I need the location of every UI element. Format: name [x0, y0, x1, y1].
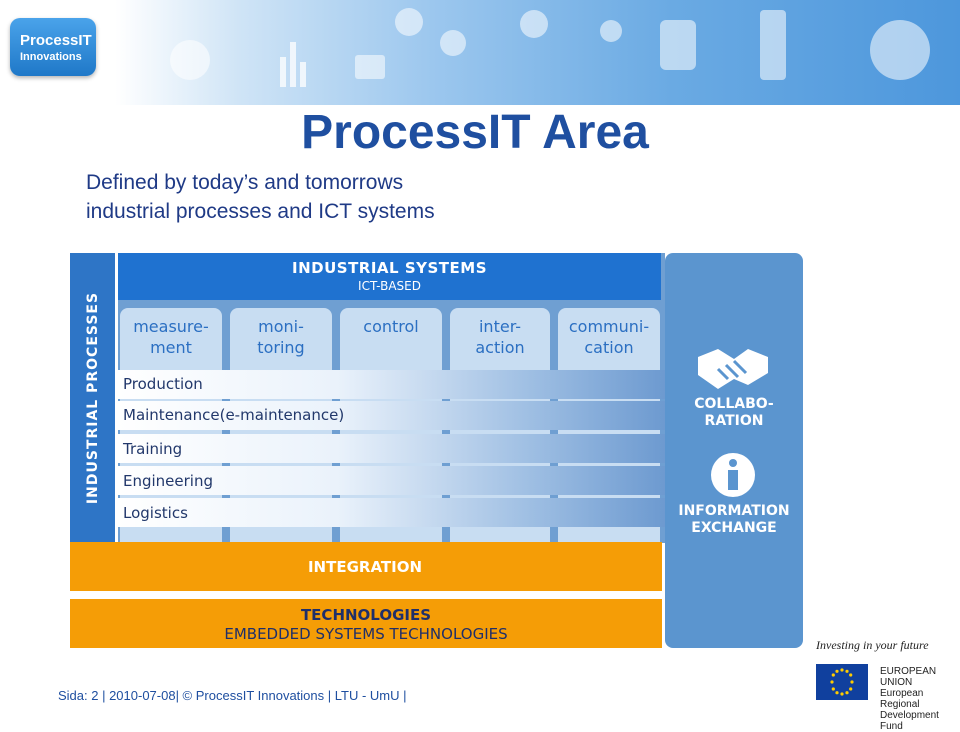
industrial-systems-header: INDUSTRIAL SYSTEMS ICT-BASED — [118, 253, 661, 300]
eu-line4: Development Fund — [880, 710, 939, 732]
collaboration-line1: COLLABO- — [694, 396, 774, 412]
column-label: communi- — [568, 317, 650, 336]
chart-bar-icon — [290, 42, 296, 87]
monitor-icon — [355, 55, 385, 79]
process-arrow — [118, 370, 665, 399]
process-arrow — [118, 466, 665, 495]
technologies-title: TECHNOLOGIES — [300, 606, 432, 624]
industrial-processes-box — [70, 253, 115, 543]
process-arrow — [118, 434, 665, 463]
meter-icon — [660, 20, 696, 70]
page-subtitle: Defined by today’s and tomorrows industr… — [86, 168, 486, 226]
chart-bar-icon — [300, 62, 306, 87]
eu-tagline: Investing in your future — [816, 638, 929, 652]
satellite-icon — [520, 10, 548, 38]
industrial-processes-text: INDUSTRIAL PROCESSES — [84, 291, 101, 505]
processit-logo: ProcessIT Innovations — [10, 18, 96, 76]
molecule-icon — [440, 30, 466, 56]
column-label: ment — [150, 338, 192, 357]
industrial-processes-label: INDUSTRIAL PROCESSES — [70, 253, 115, 543]
info-icon — [711, 453, 755, 497]
handshake-icon — [698, 349, 768, 389]
eu-flag-icon — [816, 664, 868, 700]
eu-stars-icon — [830, 668, 854, 696]
process-engineering: Engineering — [123, 472, 213, 490]
column-label: moni- — [258, 317, 304, 336]
subtitle-line1: Defined by today’s and tomorrows — [86, 171, 404, 194]
eu-line1: EUROPEAN — [880, 666, 937, 677]
process-production: Production — [123, 375, 203, 393]
collaboration-box — [665, 253, 803, 648]
eu-line3: European Regional — [880, 688, 924, 710]
header-banner — [0, 0, 960, 105]
process-logistics: Logistics — [123, 504, 188, 522]
subtitle-line2: industrial processes and ICT systems — [86, 200, 435, 223]
process-arrow — [118, 401, 665, 430]
industrial-systems-subtitle: ICT-BASED — [358, 279, 421, 293]
logo-line2: Innovations — [20, 51, 82, 63]
collaboration-line2: RATION — [704, 413, 764, 429]
column-label: cation — [584, 338, 634, 357]
information-line2: EXCHANGE — [691, 520, 777, 536]
process-arrow — [118, 498, 665, 527]
page-title: ProcessIT Area — [301, 106, 649, 159]
logo-line1: ProcessIT — [20, 32, 92, 49]
eu-line2: UNION — [880, 677, 913, 688]
integration-bar: INTEGRATION — [70, 542, 662, 591]
technologies-bar: TECHNOLOGIES EMBEDDED SYSTEMS TECHNOLOGI… — [70, 599, 662, 648]
technologies-subtitle: EMBEDDED SYSTEMS TECHNOLOGIES — [224, 625, 508, 643]
process-maintenance: Maintenance(e-maintenance) — [123, 406, 345, 424]
integration-label: INTEGRATION — [307, 558, 423, 576]
crane-icon — [760, 10, 786, 80]
globe-icon — [600, 20, 622, 42]
column-label: inter- — [478, 317, 522, 336]
gear-icon — [395, 8, 423, 36]
column-label: action — [475, 338, 525, 357]
column-label: control — [363, 317, 419, 336]
eu-fund-text: EUROPEAN UNION European Regional Develop… — [880, 666, 960, 732]
information-line1: INFORMATION — [678, 503, 790, 519]
process-training: Training — [123, 440, 183, 458]
industrial-systems-title: INDUSTRIAL SYSTEMS — [292, 259, 487, 277]
factory-icon — [170, 40, 210, 80]
chart-bar-icon — [280, 57, 286, 87]
slide-footer: Sida: 2 | 2010-07-08| © ProcessIT Innova… — [58, 688, 407, 703]
column-label: measure- — [133, 317, 209, 336]
column-label: toring — [257, 338, 305, 357]
paper-roll-icon — [870, 20, 930, 80]
